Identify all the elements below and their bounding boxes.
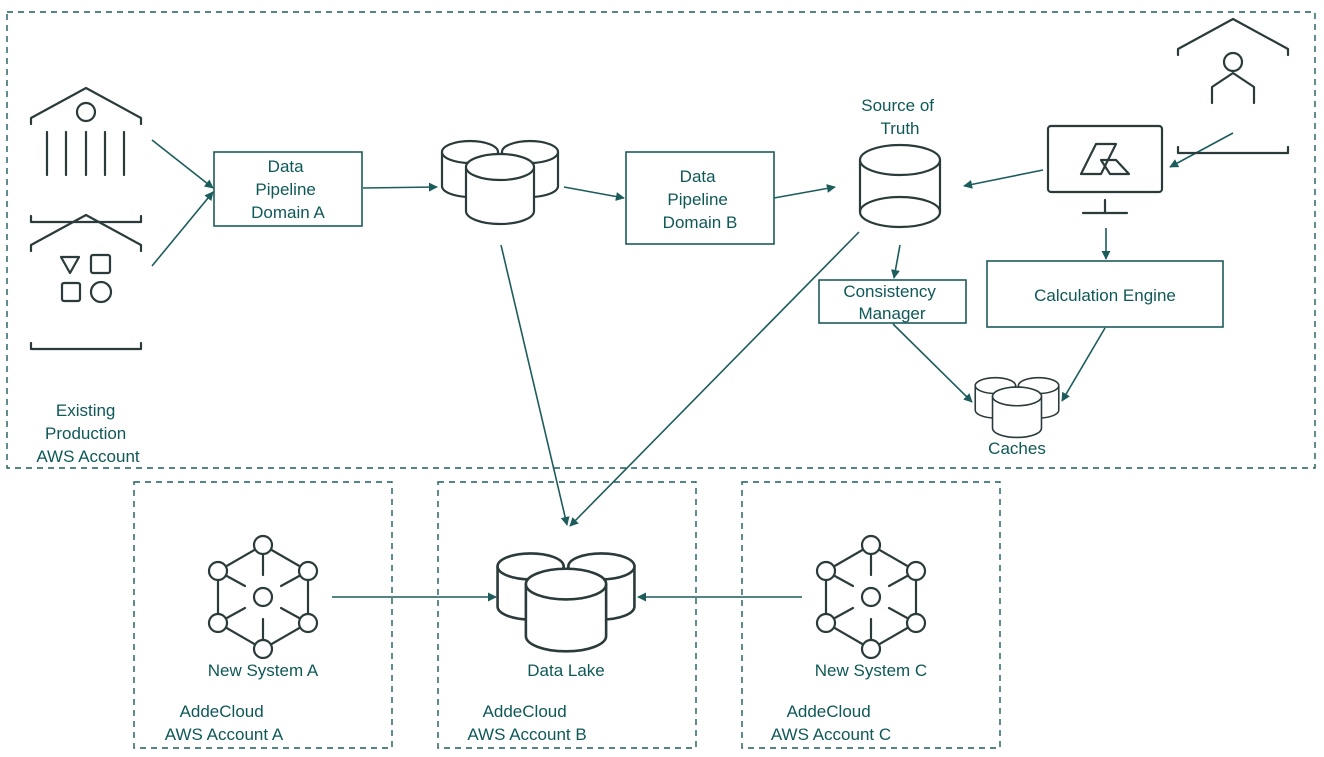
pipeline-a-label: Data Pipeline Domain A [251, 157, 325, 222]
source-shapes [29, 213, 143, 351]
new-system-c: New System C [815, 534, 927, 680]
intermediate-store [440, 139, 560, 226]
edge-person-to-monitor [1169, 132, 1234, 168]
database-icon [858, 143, 942, 229]
caches-label: Caches [988, 439, 1046, 458]
edge-store-to-data-lake [500, 244, 570, 526]
new-system-a-label: New System A [208, 661, 319, 680]
edge-bank-to-pipeline-a [151, 139, 214, 189]
zone-account-a-label: AddeCloud AWS Account A [165, 702, 284, 744]
database-cluster-icon [496, 552, 636, 653]
edge-monitor-to-source-of-truth [963, 169, 1044, 189]
edge-calculation-to-caches [1061, 327, 1106, 402]
edge-source-of-truth-to-data-lake [569, 231, 860, 527]
edge-pipeline-a-to-store [362, 182, 438, 192]
shapes-building-icon [29, 213, 143, 351]
zone-production-label: Existing Production AWS Account [36, 401, 140, 466]
new-system-c-label: New System C [815, 661, 927, 680]
data-lake-label: Data Lake [527, 661, 605, 680]
database-cluster-icon [440, 139, 560, 226]
caches: Caches [974, 376, 1060, 458]
data-lake: Data Lake [496, 552, 636, 680]
source-bank [29, 86, 143, 224]
hexagon-network-icon [207, 534, 319, 660]
consistency-manager-label: Consistency Manager [843, 282, 940, 323]
app-monitor [1046, 124, 1164, 215]
edge-source-of-truth-to-consistency [891, 244, 901, 279]
zone-account-b-label: AddeCloud AWS Account B [467, 702, 586, 744]
person-building-icon [1176, 17, 1290, 155]
edge-consistency-to-caches [892, 323, 973, 403]
bank-building-icon [29, 86, 143, 224]
calculation-engine-box: Calculation Engine [986, 260, 1224, 328]
pipeline-b-box: Data Pipeline Domain B [625, 151, 775, 245]
edges [151, 132, 1234, 602]
zone-account-b: AddeCloud AWS Account B [437, 481, 697, 749]
source-of-truth: Source of Truth [858, 96, 942, 229]
new-system-a: New System A [207, 534, 319, 680]
hexagon-network-icon [815, 534, 927, 660]
zone-account-a: AddeCloud AWS Account A [133, 481, 393, 749]
consistency-manager-box: Consistency Manager [818, 279, 967, 324]
pipeline-a-box: Data Pipeline Domain A [213, 151, 363, 227]
edge-shapes-to-pipeline-a [151, 191, 214, 267]
edge-pipeline-b-to-source-of-truth [773, 184, 836, 199]
zone-production: Existing Production AWS Account [6, 11, 1316, 469]
source-person [1176, 17, 1290, 155]
zone-account-c: AddeCloud AWS Account C [741, 481, 1001, 749]
monitor-logo-icon [1046, 124, 1164, 215]
database-cluster-icon [974, 376, 1060, 439]
calculation-engine-label: Calculation Engine [1034, 286, 1176, 305]
source-of-truth-label: Source of Truth [861, 96, 939, 138]
pipeline-b-label: Data Pipeline Domain B [663, 167, 738, 232]
zone-account-c-label: AddeCloud AWS Account C [771, 702, 891, 744]
edge-store-to-pipeline-b [563, 186, 625, 201]
